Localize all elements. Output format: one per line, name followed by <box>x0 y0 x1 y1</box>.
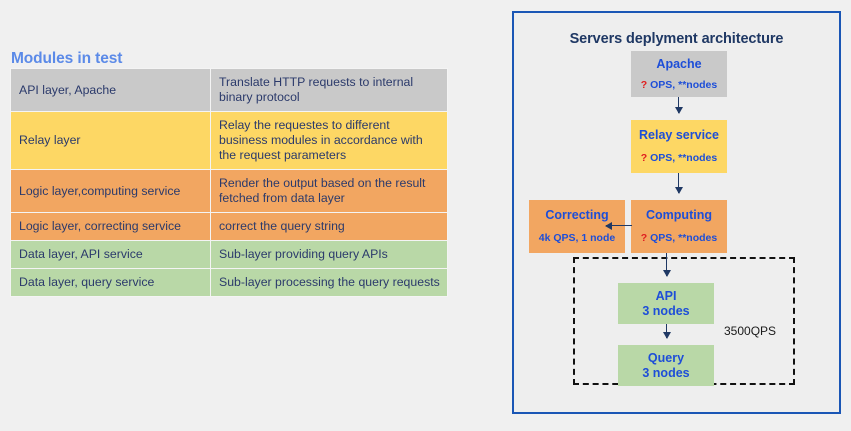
data-layer-qps-label: 3500QPS <box>724 324 777 338</box>
table-row: Relay layer Relay the requestes to diffe… <box>10 111 448 170</box>
node-computing-meta: ? QPS, **nodes <box>641 231 717 245</box>
node-query-label: Query <box>647 350 685 365</box>
node-query: Query 3 nodes <box>618 345 714 386</box>
module-description-cell: Render the output based on the result fe… <box>210 169 448 213</box>
node-relay-label: Relay service <box>639 128 719 142</box>
arrow-computing-to-correcting-icon <box>605 221 632 230</box>
node-computing-meta-text: QPS, **nodes <box>647 232 718 244</box>
node-api-label: API <box>655 288 677 303</box>
modules-title: Modules in test <box>11 50 123 67</box>
architecture-title: Servers deplyment architecture <box>569 31 784 47</box>
module-description-cell: Sub-layer providing query APIs <box>210 240 448 269</box>
node-api-nodes: 3 nodes <box>642 303 690 318</box>
architecture-panel: Servers deplyment architecture Apache ? … <box>512 11 841 414</box>
module-name-cell: Logic layer, correcting service <box>10 212 211 241</box>
node-relay-meta: ? OPS, **nodes <box>641 151 717 165</box>
module-name-cell: Relay layer <box>10 111 211 170</box>
node-correcting-label: Correcting <box>545 208 609 222</box>
module-description-cell: correct the query string <box>210 212 448 241</box>
arrow-computing-to-api-icon <box>662 253 671 277</box>
table-row: API layer, Apache Translate HTTP request… <box>10 68 448 112</box>
module-name-cell: API layer, Apache <box>10 68 211 112</box>
module-name-cell: Data layer, query service <box>10 268 211 297</box>
node-relay-service: Relay service ? OPS, **nodes <box>631 120 727 173</box>
node-computing-meta-prefix: ? <box>640 232 648 244</box>
node-apache-meta-prefix: ? <box>640 78 648 91</box>
modules-table: API layer, Apache Translate HTTP request… <box>10 68 448 297</box>
node-relay-meta-text: OPS, **nodes <box>647 152 718 164</box>
arrow-apache-to-relay-icon <box>674 97 683 114</box>
module-name-cell: Logic layer,computing service <box>10 169 211 213</box>
node-query-nodes: 3 nodes <box>642 365 690 380</box>
node-apache-label: Apache <box>656 56 702 71</box>
node-apache: Apache ? OPS, **nodes <box>631 51 727 97</box>
module-name-cell: Data layer, API service <box>10 240 211 269</box>
node-apache-meta: ? OPS, **nodes <box>641 78 717 92</box>
node-computing-label: Computing <box>646 208 712 222</box>
table-row: Logic layer, correcting service correct … <box>10 212 448 241</box>
module-description-cell: Sub-layer processing the query requests <box>210 268 448 297</box>
module-description-cell: Relay the requestes to different busines… <box>210 111 448 170</box>
table-row: Data layer, API service Sub-layer provid… <box>10 240 448 269</box>
node-computing: Computing ? QPS, **nodes <box>631 200 727 253</box>
table-row: Logic layer,computing service Render the… <box>10 169 448 213</box>
arrow-api-to-query-icon <box>662 324 671 339</box>
node-correcting-meta: 4k QPS, 1 node <box>539 231 615 245</box>
node-api: API 3 nodes <box>618 283 714 324</box>
modules-panel: Modules in test API layer, Apache Transl… <box>10 50 448 297</box>
table-row: Data layer, query service Sub-layer proc… <box>10 268 448 297</box>
node-relay-meta-prefix: ? <box>640 152 648 164</box>
module-description-cell: Translate HTTP requests to internal bina… <box>210 68 448 112</box>
node-apache-meta-text: OPS, **nodes <box>647 78 718 91</box>
node-correcting-meta-text: 4k QPS, 1 node <box>538 232 616 244</box>
arrow-relay-to-computing-icon <box>674 173 683 194</box>
